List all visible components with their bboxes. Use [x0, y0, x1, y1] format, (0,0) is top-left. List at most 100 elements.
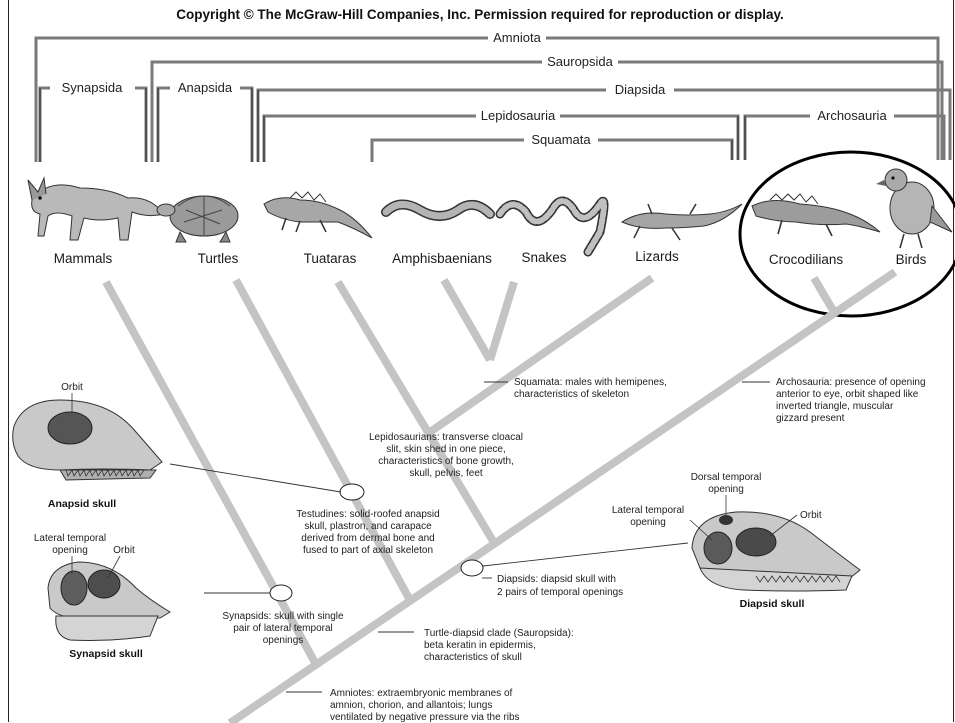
- branch-amphisbaenians: [444, 280, 490, 360]
- annotation-line: fused to part of axial skeleton: [303, 545, 433, 556]
- annotation-testudines: Testudines: solid-roofed anapsid skull, …: [296, 509, 439, 556]
- annotation-archosauria: Archosauria: presence of opening anterio…: [776, 377, 926, 424]
- annotation-line: anterior to eye, orbit shaped like: [776, 389, 919, 400]
- amniota-bracket-left: [36, 38, 488, 162]
- synapsid-skull-caption: Synapsid skull: [69, 648, 143, 660]
- taxon-crocodilians: Crocodilians: [769, 252, 844, 267]
- clade-label-amniota: Amniota: [493, 30, 541, 45]
- diapsid-lateral-label-2: opening: [630, 517, 666, 528]
- annotation-line: Archosauria: presence of opening: [776, 377, 926, 388]
- archosauria-bracket-left: [745, 116, 810, 160]
- synapsid-opening-label-2: opening: [52, 545, 88, 556]
- taxon-lizards: Lizards: [635, 249, 679, 264]
- diapsid-dorsal-label-1: Dorsal temporal: [691, 472, 762, 483]
- annotation-line: gizzard present: [776, 413, 845, 424]
- annotation-line: amnion, chorion, and allantois; lungs: [330, 700, 492, 711]
- crocodilian-illustration: [752, 194, 880, 236]
- taxon-amphisbaenians: Amphisbaenians: [392, 251, 492, 266]
- marker-testudines: [340, 484, 364, 500]
- branch-lepido-squamata: [430, 278, 652, 432]
- lizard-illustration: [622, 204, 742, 240]
- tuatara-illustration: [264, 192, 372, 238]
- synapsid-opening-label-1: Lateral temporal: [34, 533, 106, 544]
- synapsida-bracket-left: [40, 88, 50, 162]
- branch-crocodilians: [814, 278, 834, 312]
- annotation-line: inverted triangle, muscular: [776, 401, 894, 412]
- taxon-mammals: Mammals: [54, 251, 113, 266]
- diapsid-lateral-label-1: Lateral temporal: [612, 505, 684, 516]
- clade-label-squamata: Squamata: [531, 132, 591, 147]
- annotation-line: ventilated by negative pressure via the …: [330, 712, 520, 723]
- diapsida-bracket-right: [674, 90, 950, 160]
- taxon-turtles: Turtles: [198, 251, 239, 266]
- squamata-bracket-left: [372, 140, 524, 162]
- annotation-line: Lepidosaurians: transverse cloacal: [369, 432, 523, 443]
- clade-label-archosauria: Archosauria: [817, 108, 887, 123]
- annotation-line: 2 pairs of temporal openings: [497, 587, 623, 598]
- clade-label-lepidosauria: Lepidosauria: [481, 108, 556, 123]
- taxon-tuataras: Tuataras: [304, 251, 357, 266]
- anapsid-orbit-label: Orbit: [61, 382, 83, 393]
- clade-label-diapsida: Diapsida: [615, 82, 666, 97]
- annotation-line: Synapsids: skull with single: [222, 611, 344, 622]
- annotation-line: Diapsids: diapsid skull with: [497, 574, 616, 585]
- annotation-line: Squamata: males with hemipenes,: [514, 377, 667, 388]
- diapsid-orbit-label: Orbit: [800, 510, 822, 521]
- dorsal-opening-icon: [719, 515, 733, 525]
- annotation-line: beta keratin in epidermis,: [424, 640, 536, 651]
- annotation-lepidosaurians: Lepidosaurians: transverse cloacal slit,…: [369, 432, 523, 479]
- annotation-sauropsida: Turtle-diapsid clade (Sauropsida): beta …: [424, 628, 574, 663]
- anapsid-skull: Orbit Anapsid skull: [13, 382, 162, 510]
- clade-label-sauropsida: Sauropsida: [547, 54, 614, 69]
- top-brackets: [36, 38, 950, 162]
- copyright-title: Copyright © The McGraw-Hill Companies, I…: [176, 7, 784, 22]
- annotation-line: characteristics of skull: [424, 652, 522, 663]
- diapsid-skull-caption: Diapsid skull: [740, 598, 805, 610]
- synapsid-orbit-label: Orbit: [113, 545, 135, 556]
- annotation-line: slit, skin shed in one piece,: [386, 444, 506, 455]
- clade-label-synapsida: Synapsida: [62, 80, 123, 95]
- annotation-synapsids: Synapsids: skull with single pair of lat…: [222, 611, 344, 646]
- diapsida-bracket-left: [258, 90, 606, 162]
- diapsid-dorsal-label-2: opening: [708, 484, 744, 495]
- squamata-bracket-right: [598, 140, 732, 160]
- orbit-icon: [88, 570, 120, 598]
- bird-illustration: [876, 169, 952, 248]
- annotation-line: characteristics of skeleton: [514, 389, 629, 400]
- annotation-line: pair of lateral temporal: [233, 623, 333, 634]
- annotation-line: Amniotes: extraembryonic membranes of: [330, 688, 513, 699]
- amphisbaenian-illustration: [386, 204, 490, 216]
- orbit-icon: [736, 528, 776, 556]
- archosaur-highlight-ellipse: [740, 152, 955, 316]
- annotation-line: openings: [263, 635, 304, 646]
- synapsida-bracket-right: [135, 88, 146, 162]
- anapsid-skull-caption: Anapsid skull: [48, 498, 116, 510]
- synapsid-skull: Lateral temporal opening Orbit Synapsid …: [34, 533, 170, 660]
- annotation-amniotes: Amniotes: extraembryonic membranes of am…: [330, 688, 520, 723]
- annotation-line: skull, pelvis, feet: [409, 468, 483, 479]
- diapsid-skull: Dorsal temporal opening Lateral temporal…: [612, 472, 860, 610]
- annotation-squamata: Squamata: males with hemipenes, characte…: [514, 377, 667, 400]
- fox-illustration: [28, 178, 164, 240]
- branch-snakes: [490, 282, 514, 360]
- orbit-icon: [48, 412, 92, 444]
- marker-diapsids: [461, 560, 483, 576]
- lateral-opening-icon: [61, 571, 87, 605]
- annotation-line: skull, plastron, and carapace: [304, 521, 432, 532]
- anapsida-bracket-left: [158, 88, 170, 162]
- annotation-line: Turtle-diapsid clade (Sauropsida):: [424, 628, 574, 639]
- anapsida-bracket-right: [240, 88, 252, 162]
- annotation-diapsids: Diapsids: diapsid skull with 2 pairs of …: [497, 574, 623, 598]
- snake-illustration: [500, 201, 604, 252]
- clade-label-anapsida: Anapsida: [178, 80, 233, 95]
- sauropsida-bracket-right: [618, 62, 942, 160]
- marker-synapsids: [270, 585, 292, 601]
- turtle-illustration: [157, 196, 238, 242]
- taxon-snakes: Snakes: [521, 250, 566, 265]
- annotation-line: derived from dermal bone and: [301, 533, 434, 544]
- annotation-line: characteristics of bone growth,: [378, 456, 514, 467]
- taxon-birds: Birds: [896, 252, 927, 267]
- annotation-line: Testudines: solid-roofed anapsid: [296, 509, 439, 520]
